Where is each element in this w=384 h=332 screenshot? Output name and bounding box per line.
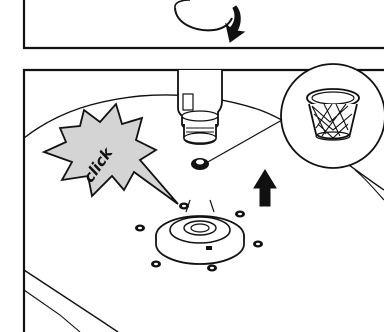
top-panel — [24, 0, 384, 48]
surface-left-edge — [24, 270, 118, 332]
gasket-part — [191, 158, 209, 170]
surface-inner-edge — [24, 290, 80, 332]
click-callout: click — [44, 104, 178, 204]
detail-magnifier — [206, 64, 384, 168]
up-arrow-icon — [254, 170, 276, 206]
nozzle-part — [178, 70, 222, 144]
base-ring — [156, 200, 244, 264]
rotate-arrow-icon — [175, 0, 244, 42]
surface-right-line — [355, 170, 384, 200]
filter-basket-icon — [307, 89, 359, 140]
